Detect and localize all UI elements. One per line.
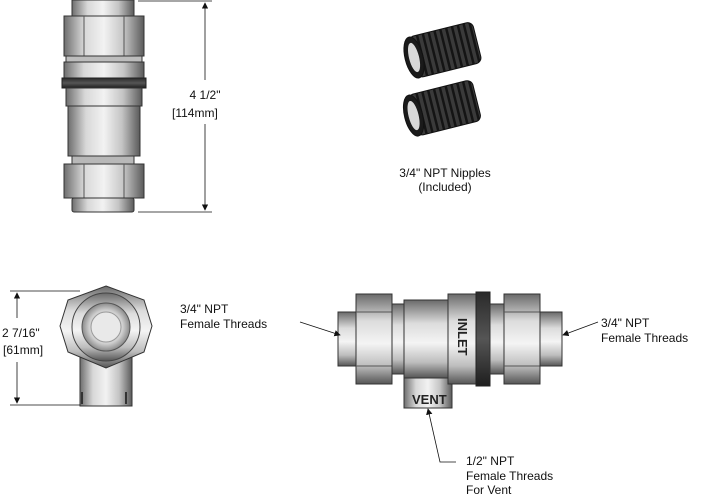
nipple-upper	[403, 22, 482, 79]
height-dimension-imperial: 4 1/2"	[189, 88, 221, 102]
front-view: INLET VENT	[299, 291, 599, 463]
width-dimension-metric: 61mm	[3, 343, 43, 357]
nipples-caption-line1: 3/4" NPT Nipples	[399, 166, 491, 180]
height-dimension-metric: 114mm	[172, 106, 218, 120]
inlet-stamp: INLET	[455, 318, 470, 356]
bottom-callout-line3: For Vent	[466, 483, 512, 497]
nipple-lower	[402, 80, 481, 137]
left-callout-line1: 3/4" NPT	[180, 302, 229, 316]
vent-stamp: VENT	[412, 392, 447, 407]
left-callout-line2: Female Threads	[180, 317, 268, 331]
nipples-illustration	[402, 22, 482, 137]
nipples-caption-line2: (Included)	[418, 180, 472, 194]
end-view	[10, 285, 153, 407]
right-callout-line2: Female Threads	[601, 331, 689, 345]
bottom-callout-line2: Female Threads	[466, 469, 554, 483]
side-view	[61, 0, 212, 213]
right-callout-line1: 3/4" NPT	[601, 316, 650, 330]
width-dimension-imperial: 2 7/16"	[2, 326, 40, 340]
bottom-callout-line1: 1/2" NPT	[466, 454, 515, 468]
